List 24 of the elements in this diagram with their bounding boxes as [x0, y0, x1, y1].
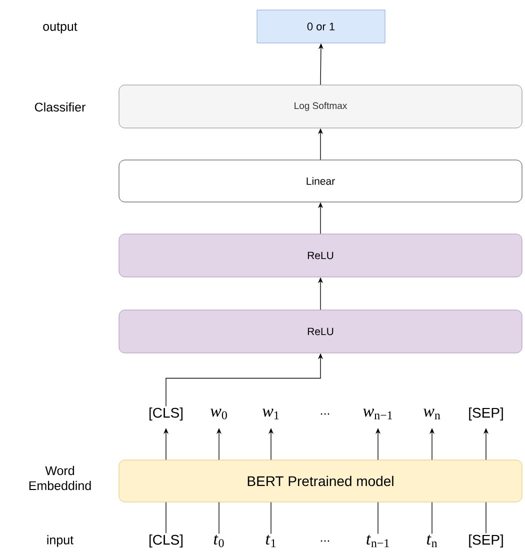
output-box: 0 or 1 — [256, 10, 386, 44]
token-label: [CLS] — [150, 534, 182, 548]
layer-box: Linear — [118, 160, 522, 202]
side-label: Word Embeddind — [29, 466, 91, 490]
layer-box: Log Softmax — [118, 84, 522, 128]
ellipsis: ... — [320, 413, 330, 415]
token-label: [SEP] — [469, 407, 503, 421]
side-label: input — [47, 535, 74, 547]
token-label: t$_{1}$ — [266, 534, 276, 548]
token-label: [CLS] — [150, 407, 182, 421]
token-label: w$_{1}$ — [262, 408, 279, 420]
model-box: BERT Pretrained model — [118, 460, 522, 502]
token-label: t$_{n}$ — [427, 534, 438, 548]
token-label: w$_{0}$ — [210, 408, 227, 420]
layer-box: ReLU — [118, 310, 522, 354]
side-label: output — [43, 22, 78, 34]
token-label: t$_{n−1}$ — [366, 534, 389, 548]
token-label: w$_{n}$ — [424, 408, 440, 420]
ellipsis: ... — [320, 540, 330, 542]
token-label: w$_{n−1}$ — [363, 408, 392, 420]
layer-box: ReLU — [118, 234, 522, 278]
token-label: t$_{0}$ — [214, 534, 224, 548]
side-label: Classifier — [34, 102, 86, 112]
token-label: [SEP] — [469, 534, 503, 548]
